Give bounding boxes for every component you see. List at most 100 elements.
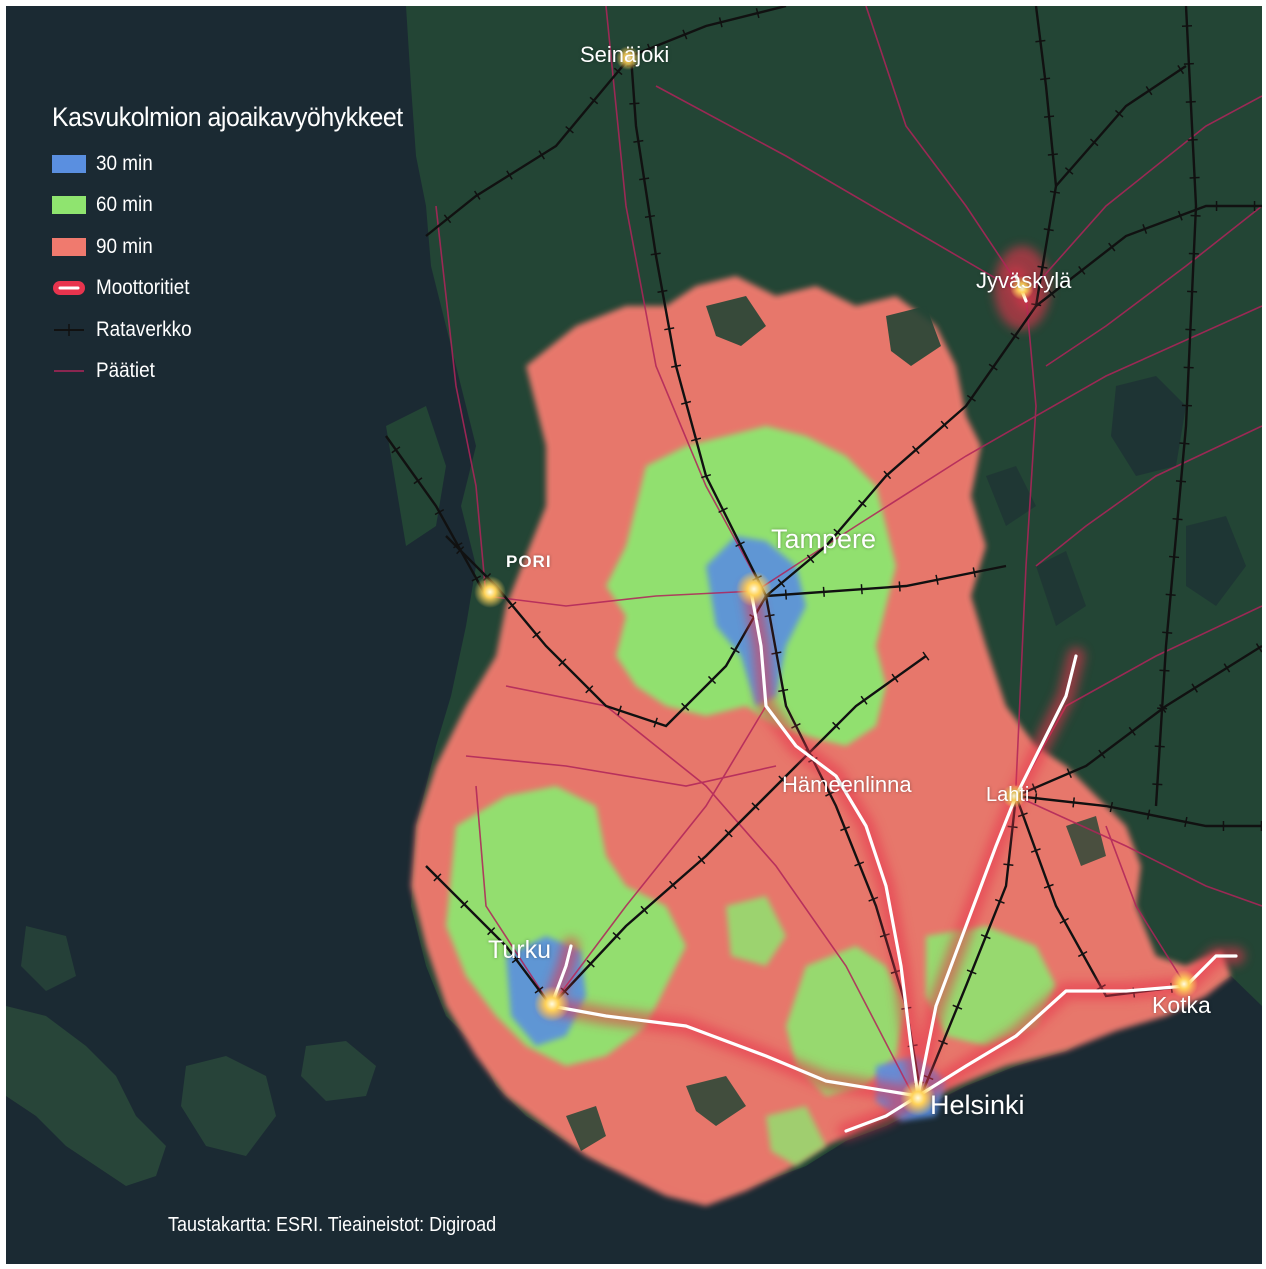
rail-ticks [391, 8, 1262, 1085]
rail-tick [1191, 683, 1198, 693]
land-islands [21, 926, 76, 991]
rail-tick [966, 969, 977, 975]
rail-tick [898, 581, 901, 592]
rail-tick [1152, 783, 1163, 786]
city-markers [474, 46, 1198, 1116]
rail-tick [1037, 265, 1048, 269]
rail-tick [506, 170, 513, 180]
rail-tick [617, 705, 622, 716]
legend-item-60-min: 60 min [52, 185, 433, 227]
rail-tick [558, 658, 567, 667]
rail-tick [697, 855, 706, 865]
rail-tick [538, 150, 546, 160]
rail-tick [681, 702, 690, 711]
rail-tick [664, 327, 675, 331]
legend-label: Rataverkko [96, 317, 192, 341]
legend-swatch-motorway [52, 279, 86, 297]
legend-title: Kasvukolmion ajoaikavyöhykkeet [52, 102, 403, 132]
rail-tick [473, 190, 481, 200]
rail-tick [413, 477, 423, 485]
rail-tick [840, 826, 850, 832]
city-glow-jyvaskyla [1010, 276, 1034, 300]
legend-item-rail: Rataverkko [52, 309, 433, 351]
rail-tick [755, 8, 760, 19]
land-islands [181, 1056, 276, 1156]
rail-tick [1031, 783, 1038, 794]
rail-tick [1078, 265, 1086, 275]
rail-tick [1179, 442, 1190, 445]
rail-tick [639, 177, 650, 181]
land-islands [301, 1041, 376, 1101]
rail-tick [1146, 809, 1151, 820]
rail-tick [1044, 115, 1055, 118]
rail-tick [391, 446, 401, 454]
rail-tick [1175, 480, 1187, 483]
rail-tick [860, 584, 863, 595]
rail-tick [833, 528, 842, 537]
rail-tick [586, 959, 595, 968]
rail-tick [832, 721, 841, 730]
rail-tick [1049, 190, 1061, 194]
rail-tick [980, 934, 991, 940]
lake [986, 466, 1036, 526]
zone-60-min [446, 426, 1056, 1166]
rail-tick [771, 651, 782, 655]
rail-tick [935, 574, 939, 585]
city-glow-tampere [736, 571, 772, 607]
rail-tick [682, 29, 688, 40]
rail-tick [565, 125, 574, 134]
rail-tick [1108, 242, 1116, 252]
legend-item-main-roads: Päätiet [52, 351, 433, 393]
city-glow-turku [534, 986, 570, 1022]
rail-tick [589, 96, 599, 105]
rail-tick [647, 43, 653, 54]
rail-tick [434, 508, 445, 516]
map-canvas[interactable]: Kasvukolmion ajoaikavyöhykkeet 30 min 60… [6, 6, 1262, 1264]
rail-tick [718, 17, 723, 28]
legend-swatch-road [52, 362, 86, 380]
rail-tick [730, 647, 740, 654]
rail-tick [511, 955, 521, 964]
rail-tick [860, 695, 868, 705]
rail-tick [952, 1004, 963, 1010]
rail-tick [764, 614, 775, 618]
rail-tick [938, 1039, 948, 1045]
rail-tick [1169, 555, 1180, 559]
rail-tick [1010, 332, 1020, 340]
rail-tick [507, 601, 517, 610]
rail-tick [822, 586, 825, 597]
legend-item-30-min: 30 min [52, 143, 433, 185]
rail-tick [1154, 745, 1165, 748]
rail-tick [784, 589, 788, 600]
rail-tick [701, 473, 712, 479]
rail-tick [1040, 77, 1051, 81]
city-label-kotka: Kotka [1152, 992, 1211, 1018]
motorways [542, 267, 1245, 1140]
rail-tick [1030, 848, 1041, 853]
rail-tick [1145, 86, 1153, 96]
rail-tick [653, 717, 658, 728]
rail-tick [1177, 210, 1183, 221]
rail-tick [1047, 153, 1058, 156]
rail-tick [1003, 863, 1014, 866]
rail-tick [657, 289, 668, 294]
rail-tick [1255, 643, 1262, 653]
rail-tick [994, 898, 1005, 904]
legend-label: 90 min [96, 234, 153, 258]
rail-tick [988, 363, 998, 371]
city-label-lahti: Lahti [986, 784, 1030, 806]
rail-tick [718, 507, 728, 514]
rail-tick [1089, 138, 1099, 147]
rail-tick [1064, 167, 1074, 175]
city-glow-seinajoki [616, 46, 640, 70]
rail-tick [1128, 726, 1136, 736]
rail-tick [778, 688, 789, 693]
rail-tick [456, 546, 465, 555]
legend-item-motorways: Moottoritiet [52, 268, 433, 310]
legend-label: Päätiet [96, 359, 155, 383]
rail-tick [471, 575, 482, 582]
rail-tick [1017, 812, 1028, 818]
rail-tick [940, 420, 949, 430]
rail-tick [1157, 707, 1168, 710]
rail-tick [883, 470, 892, 480]
